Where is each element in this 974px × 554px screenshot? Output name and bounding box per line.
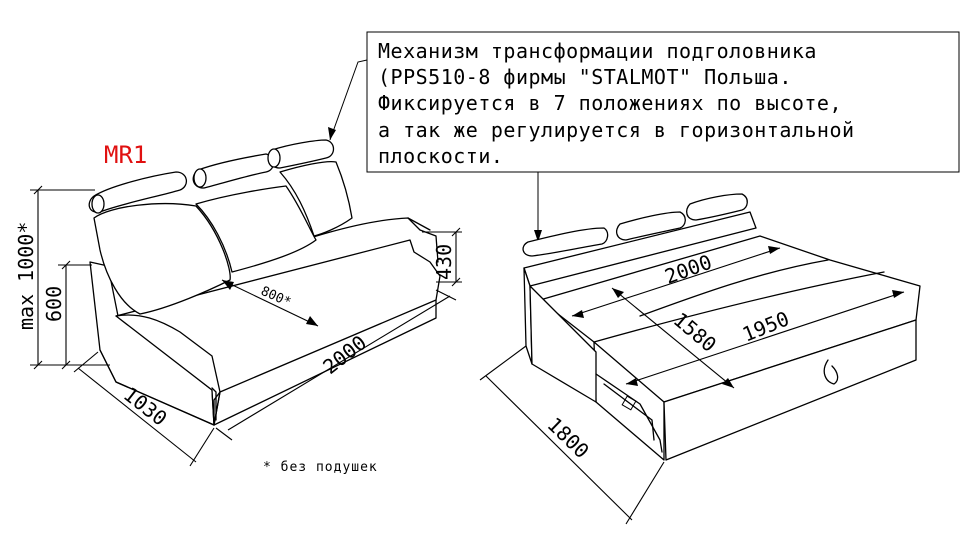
dim-line-bed-width [611, 287, 735, 389]
note-line-3: Фиксируется в 7 положениях по высоте, [378, 91, 842, 115]
bed-headrest-1 [522, 227, 609, 257]
seat-front-edge [115, 314, 221, 393]
bed-headrest-3 [685, 193, 748, 221]
seat-block [115, 239, 441, 426]
note-frame [366, 31, 960, 173]
bed-headrest-2 [615, 211, 686, 241]
bed-headrests [522, 193, 748, 257]
note-line-5: плоскости. [378, 144, 503, 168]
headrest-2 [192, 153, 275, 189]
back-cushion-3 [279, 160, 353, 237]
arrow-bw-b [722, 378, 734, 388]
tick-h2 [33, 360, 43, 370]
dim-seat-height: 600 [42, 286, 66, 322]
leader-left-headrest [329, 59, 368, 141]
drawer-rail [603, 383, 655, 441]
dim-line-bed-length [571, 247, 781, 317]
ext-depth-a [73, 351, 99, 373]
back-cushion-1 [93, 202, 231, 315]
leader-arrow-left [328, 127, 336, 140]
note-leaders [328, 59, 542, 242]
back-cushion-2 [195, 185, 317, 273]
dim-line-total-depth [485, 375, 633, 521]
tick-s2 [61, 360, 71, 370]
base-corner [213, 391, 221, 426]
headrest-left-end [91, 194, 105, 214]
tick-a2 [451, 277, 461, 287]
note-line-2: (PPS510-8 фирмы "STALMOT" Польша. [378, 65, 792, 89]
headrest-1 [88, 171, 187, 214]
dim-armrest: 430 [432, 244, 456, 280]
arrow-sl-a [626, 378, 638, 386]
base-front [99, 349, 221, 426]
arrow-seat-b [306, 316, 318, 326]
footnote: * без подушек [263, 460, 378, 475]
mechanism-loop [823, 359, 839, 385]
dim-total-depth: 1800 [543, 412, 594, 463]
base-side [213, 299, 437, 426]
right-arm-top [407, 217, 439, 263]
ext-depth-b [189, 427, 215, 467]
ext-td-a [479, 345, 527, 381]
drawer-fitting [621, 395, 637, 411]
mattress-fold-1 [639, 259, 829, 317]
drawer-edge [595, 373, 663, 453]
leg-mark [211, 387, 217, 421]
dim-line-sleep-length [625, 291, 905, 385]
note-box: Механизм трансформации подголовника (PPS… [366, 31, 960, 173]
leader-arrow-right [534, 230, 542, 242]
arrow-bl-a [572, 310, 584, 318]
headrest-3 [267, 139, 335, 169]
ext-len-a [215, 427, 233, 441]
tick-s1 [61, 260, 71, 270]
bed-base-left [529, 285, 597, 403]
ext-len-b [435, 289, 457, 301]
headrest-right-end [267, 148, 281, 168]
bed-right-view [522, 193, 921, 461]
dim-line-depth [77, 367, 197, 463]
sofa-left-view [88, 139, 441, 426]
mattress-fold-2 [593, 271, 885, 343]
ext-td-b [625, 461, 665, 525]
bed-front-long [663, 319, 917, 461]
note-line-4: а так же регулируется в горизонтальной [378, 118, 855, 142]
dim-height-max: max 1000* [14, 222, 38, 330]
note-line-1: Механизм трансформации подголовника [378, 39, 817, 63]
tick-a1 [451, 227, 461, 237]
arrow-sl-b [892, 290, 904, 298]
arrow-seat-a [222, 280, 234, 290]
arrow-bl-b [768, 246, 780, 254]
tick-h1 [33, 185, 43, 195]
dim-line-seat-depth [221, 279, 319, 327]
arrow-bw-a [612, 288, 624, 298]
dim-line-length [227, 295, 451, 431]
headrest-middle-end [193, 168, 207, 188]
model-label: MR1 [104, 141, 147, 169]
